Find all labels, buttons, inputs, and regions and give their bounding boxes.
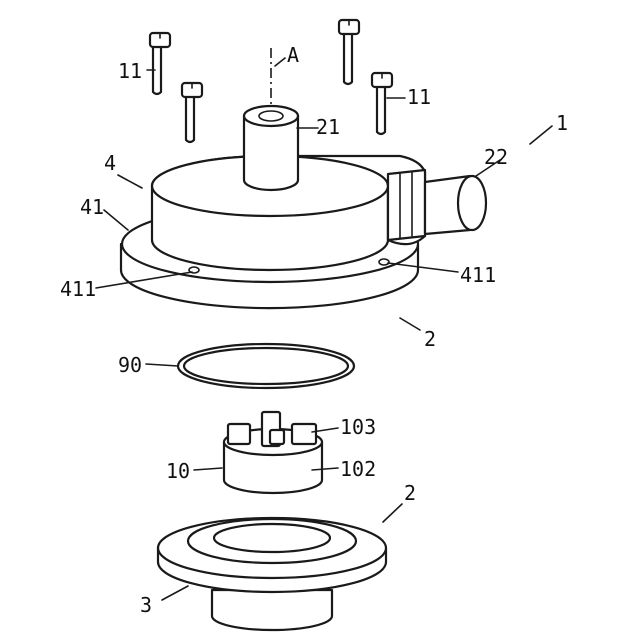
label-screw-left: 11 — [118, 59, 142, 83]
housing-cover — [152, 156, 486, 270]
label-impeller-body: 102 — [340, 457, 376, 481]
screw-mid-left — [182, 83, 202, 142]
label-hole-right: 411 — [460, 263, 496, 287]
label-seal-ring: 90 — [118, 353, 142, 377]
label-inlet-pipe: 21 — [316, 115, 340, 139]
label-assembly: 1 — [556, 111, 568, 135]
leader-lines — [96, 58, 552, 600]
screw-mid-right — [372, 73, 392, 134]
label-screw-right: 11 — [407, 85, 431, 109]
label-housing: 2 — [424, 327, 436, 351]
label-flange: 41 — [80, 195, 104, 219]
label-base: 3 — [140, 593, 152, 617]
impeller — [224, 412, 322, 493]
label-impeller-top: 103 — [340, 415, 376, 439]
label-axis: A — [287, 43, 299, 67]
label-impeller: 10 — [166, 459, 190, 483]
label-base-upper: 2 — [404, 481, 416, 505]
label-outlet-pipe: 22 — [484, 145, 508, 169]
label-hole-left: 411 — [60, 277, 96, 301]
inlet-pipe — [244, 106, 298, 190]
base-part — [158, 518, 386, 630]
seal-ring — [178, 344, 354, 388]
screw-top-right — [339, 20, 359, 84]
screw-top-left — [150, 33, 170, 94]
label-cover: 4 — [104, 151, 116, 175]
